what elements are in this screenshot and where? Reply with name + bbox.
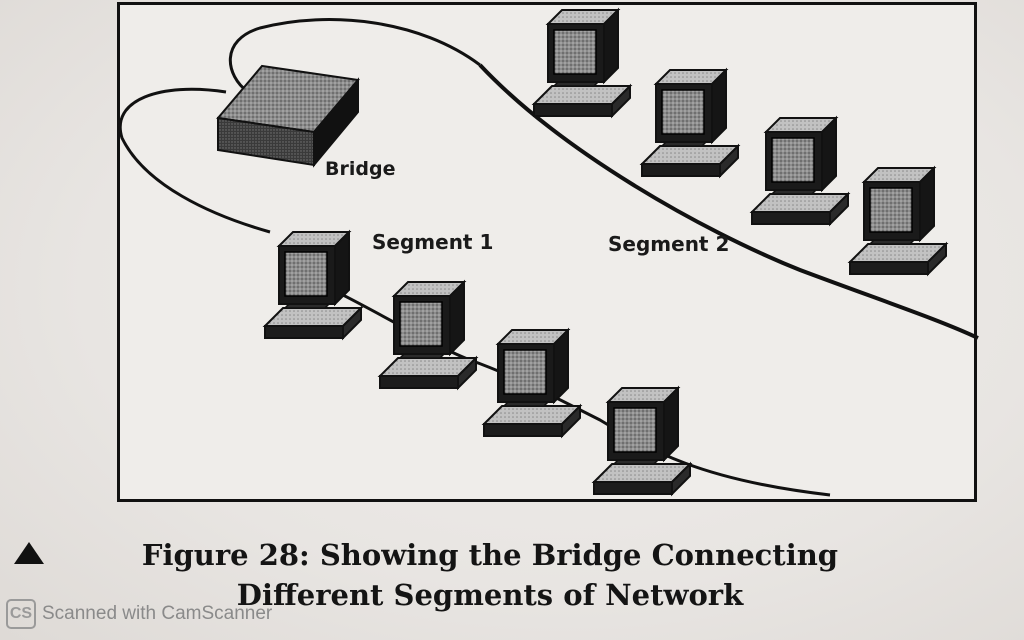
segment-1-computer <box>593 387 691 495</box>
segment-1-computer <box>264 231 362 339</box>
segment-2-computer <box>641 69 739 177</box>
camscanner-watermark: CS Scanned with CamScanner <box>6 597 272 631</box>
watermark-text: Scanned with CamScanner <box>42 603 273 624</box>
caption-line-1: Figure 28: Showing the Bridge Connecting <box>141 538 839 572</box>
caption-line-2: Different Segments of Network <box>236 578 744 612</box>
segment-1-computer <box>379 281 477 389</box>
bridge-device <box>216 64 360 168</box>
segment-1-label: Segment 1 <box>372 230 494 254</box>
segment-2-computer <box>533 9 631 117</box>
segment-1-cable <box>118 87 271 234</box>
segment-2-label: Segment 2 <box>608 232 730 256</box>
segment-2-computer <box>849 167 947 275</box>
segment-2-computer <box>751 117 849 225</box>
camscanner-logo-icon: CS <box>6 599 36 629</box>
segment-2-trunk <box>478 63 979 340</box>
bridge-to-segment-2-cable <box>228 18 481 94</box>
bridge-label: Bridge <box>325 158 396 180</box>
figure-caption: Figure 28: Showing the Bridge Connecting… <box>60 535 920 615</box>
segment-1-computer <box>483 329 581 437</box>
segment-2-computers <box>533 9 947 275</box>
caption-triangle-icon <box>14 542 44 564</box>
